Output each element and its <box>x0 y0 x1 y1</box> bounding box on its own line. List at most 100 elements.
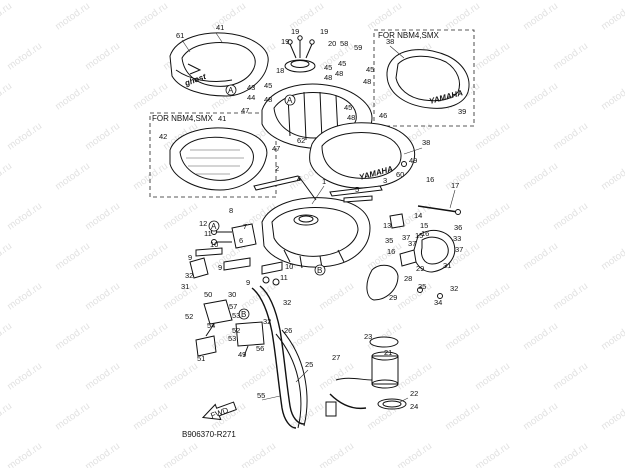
watermark-text: motod.ru <box>317 361 356 393</box>
tank-trim-parts <box>253 175 383 203</box>
callout-number: 6 <box>239 236 243 245</box>
callout-number: 19 <box>320 27 328 36</box>
watermark-text: motod.ru <box>551 121 590 153</box>
callout-number: 37 <box>455 245 463 254</box>
callout-number: 35 <box>385 236 393 245</box>
watermark-text: motod.ru <box>473 281 512 313</box>
callout-number: 19 <box>291 27 299 36</box>
callout-number: 48 <box>324 73 332 82</box>
fuel-cap-assembly <box>284 35 316 73</box>
callout-number: 39 <box>458 107 466 116</box>
callout-number: 46 <box>379 111 387 120</box>
inset-label-top: FOR NBM4,SMX <box>378 31 440 40</box>
callout-number: 14 <box>414 211 422 220</box>
watermark-text: motod.ru <box>131 81 170 113</box>
callout-number: 52 <box>232 326 240 335</box>
callout-number: 24 <box>410 402 418 411</box>
watermark-text: motod.ru <box>161 201 200 233</box>
callout-number: 47 <box>241 106 249 115</box>
callout-number: 2 <box>275 164 279 173</box>
callout-number: 41 <box>216 23 224 32</box>
callout-number: 57 <box>229 302 237 311</box>
watermark-text: motod.ru <box>599 1 625 33</box>
watermark-text: motod.ru <box>521 321 560 353</box>
watermark-text: motod.ru <box>161 361 200 393</box>
watermark-text: motod.ru <box>5 441 44 468</box>
watermark-text: motod.ru <box>83 441 122 468</box>
watermark-text: motod.ru <box>0 321 14 353</box>
drawing-code: B906370-R271 <box>182 430 236 439</box>
callout-number: 29 <box>416 264 424 273</box>
callout-number: 55 <box>257 391 265 400</box>
callout-number: 31 <box>181 282 189 291</box>
callout-number: 15 <box>420 221 428 230</box>
watermark-text: motod.ru <box>317 281 356 313</box>
callout-number: 38 <box>422 138 430 147</box>
callout-number: 18 <box>276 66 284 75</box>
watermark-text: motod.ru <box>521 81 560 113</box>
callout-number: 51 <box>197 354 205 363</box>
left-bracket-cluster: A <box>189 220 283 286</box>
watermark-text: motod.ru <box>551 361 590 393</box>
inset-nbm4-left: FOR NBM4,SMX <box>149 112 277 198</box>
callout-number: 16 <box>426 175 434 184</box>
ref-letter: A <box>211 222 217 231</box>
fuel-pump-assembly <box>325 336 407 417</box>
fuel-tank: B <box>261 197 371 276</box>
callout-number: 16 <box>421 229 429 238</box>
callout-number: 12 <box>199 219 207 228</box>
callout-number: 10 <box>285 262 293 271</box>
watermark-text: motod.ru <box>395 441 434 468</box>
callout-number: 60 <box>396 170 404 179</box>
callout-number: 21 <box>384 348 392 357</box>
watermark-text: motod.ru <box>131 401 170 433</box>
watermark-text: motod.ru <box>5 361 44 393</box>
watermark-text: motod.ru <box>521 241 560 273</box>
watermark-text: motod.ru <box>443 1 482 33</box>
watermark-text: motod.ru <box>551 441 590 468</box>
tank-side-cover: YAMAHA <box>309 122 416 189</box>
callout-number: 43 <box>247 83 255 92</box>
watermark-text: motod.ru <box>53 161 92 193</box>
callout-number: 30 <box>228 290 236 299</box>
leader-lines <box>181 32 456 403</box>
callout-number: 35 <box>418 282 426 291</box>
watermark-text: motod.ru <box>131 1 170 33</box>
callout-number: 32 <box>185 271 193 280</box>
callout-number: 47 <box>272 144 280 153</box>
watermark-text: motod.ru <box>0 161 14 193</box>
callout-number: 37 <box>402 233 410 242</box>
callout-number: 26 <box>284 326 292 335</box>
callout-number: 53 <box>232 311 240 320</box>
callout-number: 50 <box>204 290 212 299</box>
watermark-text: motod.ru <box>551 201 590 233</box>
inset-label-left: FOR NBM4,SMX <box>152 114 214 123</box>
ref-letter: A <box>287 96 293 105</box>
watermark-text: motod.ru <box>287 321 326 353</box>
callout-number: 48 <box>335 69 343 78</box>
watermark-text: motod.ru <box>473 361 512 393</box>
callout-number: 9 <box>246 278 250 287</box>
callout-number: 32 <box>450 284 458 293</box>
watermark-text: motod.ru <box>5 201 44 233</box>
callout-number: 25 <box>305 360 313 369</box>
callout-number: 58 <box>340 39 348 48</box>
watermark-text: motod.ru <box>131 321 170 353</box>
watermark-text: motod.ru <box>53 81 92 113</box>
callout-number: 23 <box>364 332 372 341</box>
callout-number: 44 <box>247 93 255 102</box>
tank-cover-assembly: ghost A <box>169 32 269 97</box>
callout-number: 38 <box>386 37 394 46</box>
callout-number: 59 <box>354 43 362 52</box>
watermark-text: motod.ru <box>395 281 434 313</box>
callout-number: 9 <box>188 253 192 262</box>
watermark-text: motod.ru <box>599 401 625 433</box>
watermark-text: motod.ru <box>473 441 512 468</box>
watermark-text: motod.ru <box>131 241 170 273</box>
watermark-text: motod.ru <box>83 281 122 313</box>
callout-number: 11 <box>204 229 212 238</box>
watermark-text: motod.ru <box>599 321 625 353</box>
callout-number: 49 <box>238 350 246 359</box>
